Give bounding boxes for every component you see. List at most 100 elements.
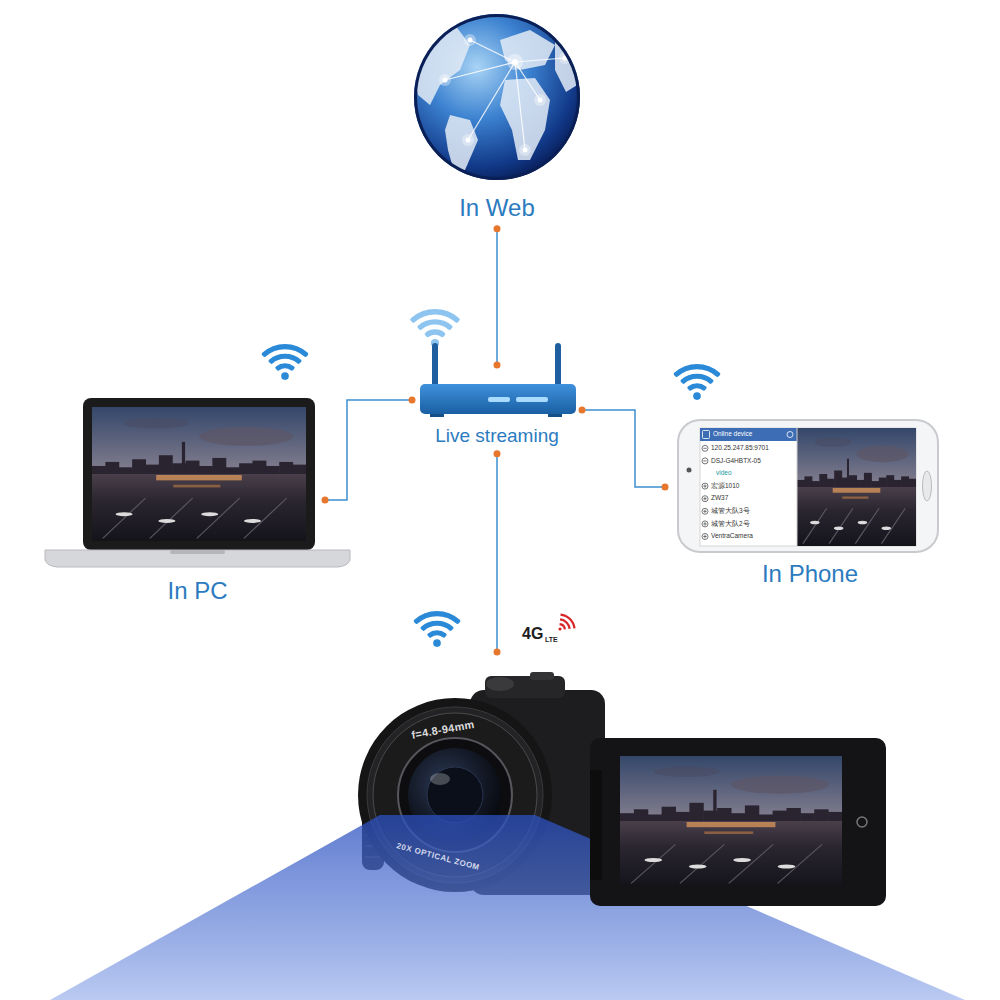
network-line <box>445 62 515 80</box>
sky <box>797 428 916 546</box>
network-dot <box>538 98 543 103</box>
signal-symbol <box>558 613 575 630</box>
connector-line <box>582 410 665 487</box>
connector-dot <box>494 649 501 656</box>
city-building <box>871 481 879 488</box>
device-name: 城管大队2号 <box>711 521 750 528</box>
row-icon-circle <box>702 521 708 527</box>
network-glow <box>507 54 523 70</box>
city-building <box>239 463 253 475</box>
city-building <box>92 466 106 475</box>
pier <box>244 498 287 538</box>
phone-body <box>678 420 938 552</box>
device-name: 宏源1010 <box>711 483 739 490</box>
router-foot <box>430 414 444 417</box>
device-name: DSJ-G4HBTX-05 <box>711 458 761 465</box>
city-building <box>759 815 773 823</box>
cloud <box>731 776 829 794</box>
connector-dot <box>322 497 329 504</box>
pier <box>803 508 827 543</box>
city-building <box>132 459 146 475</box>
header-icon <box>703 431 710 439</box>
row-icon-circle <box>702 496 708 502</box>
city-building <box>717 808 731 822</box>
row-icon-circle <box>702 508 708 514</box>
row-icon <box>702 508 708 514</box>
boat <box>858 521 868 525</box>
screen-hinge <box>590 770 602 880</box>
boat <box>834 527 844 531</box>
router-light <box>488 397 510 402</box>
cloud <box>815 437 851 446</box>
row-icon-circle <box>702 458 708 464</box>
continent <box>500 78 550 160</box>
lens-highlight <box>430 773 450 785</box>
network-glow <box>519 144 531 156</box>
city-building <box>804 476 812 488</box>
city-building <box>620 813 634 822</box>
city-building <box>105 462 119 475</box>
connector-dot <box>494 362 501 369</box>
row-icon-bar <box>705 510 706 513</box>
signal-arc <box>560 613 575 628</box>
pier <box>778 844 822 883</box>
row-icon-bar <box>705 484 706 487</box>
row-icon-bar <box>705 535 706 538</box>
continent <box>500 30 555 70</box>
row-icon <box>702 521 708 527</box>
continent <box>445 115 478 175</box>
camera-top <box>485 676 565 698</box>
row-icon <box>702 534 708 540</box>
connector-line <box>325 400 412 500</box>
header-icon <box>787 432 793 438</box>
network-glow <box>462 134 474 146</box>
connector-dot <box>494 450 501 457</box>
web-node: In Web <box>409 8 585 229</box>
lens-marking: 20X OPTICAL ZOOM <box>395 841 480 872</box>
pier <box>680 844 724 883</box>
laptop-notch <box>170 550 225 554</box>
city-building <box>199 466 213 475</box>
panel-divider <box>797 428 798 546</box>
water <box>620 821 842 886</box>
network-glow <box>439 74 451 86</box>
boat <box>881 527 891 531</box>
laptop-icon <box>45 398 350 567</box>
sun-reflection <box>173 485 220 488</box>
city-building <box>909 479 916 488</box>
connector-dot <box>494 225 501 232</box>
router-icon <box>420 343 576 417</box>
wifi-arc <box>425 329 446 337</box>
phone-home-button <box>923 471 932 501</box>
network-dot <box>466 138 471 143</box>
laptop-bezel <box>83 398 315 550</box>
connector-dot <box>579 407 586 414</box>
lens-core <box>427 767 483 823</box>
app-header-text: Online device <box>713 431 752 438</box>
signal-arc <box>560 618 571 629</box>
cloud <box>857 446 909 463</box>
wifi-arc <box>269 354 302 364</box>
city-building <box>849 475 857 488</box>
cloud <box>199 427 293 446</box>
city-building <box>146 465 160 475</box>
city-building <box>689 803 703 822</box>
row-icon <box>702 458 708 464</box>
cloud <box>653 766 720 776</box>
node-label: In PC <box>167 577 227 606</box>
wifi-arc <box>275 363 294 370</box>
app-header <box>700 428 797 441</box>
network-dot <box>443 78 448 83</box>
router-body <box>420 384 576 414</box>
pier <box>855 508 879 543</box>
device-name: ZW37 <box>711 495 728 502</box>
network-glow <box>534 94 546 106</box>
wifi-symbol <box>410 309 459 347</box>
city-building <box>648 815 662 823</box>
sun-reflection <box>833 488 881 493</box>
row-icon-circle <box>702 483 708 489</box>
city-building <box>212 458 226 475</box>
pier <box>103 498 146 538</box>
connector-line <box>496 229 498 365</box>
